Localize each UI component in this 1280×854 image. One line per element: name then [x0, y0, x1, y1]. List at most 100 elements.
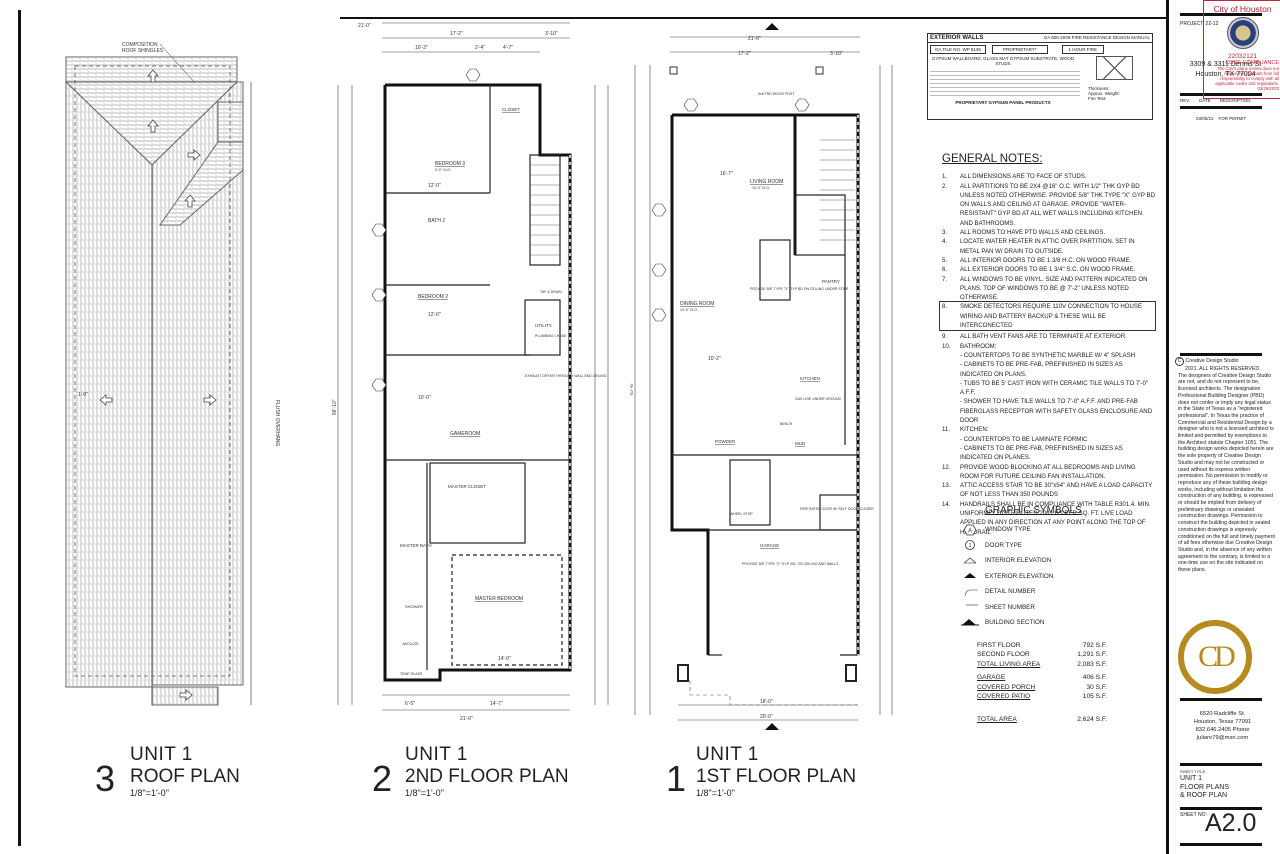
divider	[1180, 698, 1262, 701]
copyright-icon: C	[1175, 357, 1184, 366]
plan-unit: UNIT 1	[696, 744, 759, 765]
plan-title-roof: 3 UNIT 1 ROOF PLAN 1/8"=1'-0"	[95, 744, 295, 824]
legend-row: SHEET NUMBER	[955, 600, 1105, 616]
note-item: 7.ALL WINDOWS TO BE VINYL. SIZE AND PATT…	[942, 275, 1148, 302]
svg-text:A: A	[968, 528, 972, 534]
legend-label: DOOR TYPE	[985, 541, 1022, 549]
svg-text:66'-10": 66'-10"	[332, 399, 338, 415]
svg-text:2'-4": 2'-4"	[475, 45, 485, 51]
svg-text:3'-10": 3'-10"	[830, 51, 843, 57]
stamp-compliance-title: CODE COMPLIANCE	[1225, 60, 1279, 66]
legend-row: 1 DOOR TYPE	[955, 538, 1105, 554]
svg-text:FLUSH OVERHANG: FLUSH OVERHANG	[274, 400, 280, 447]
divider	[1180, 807, 1262, 810]
city-approval-stamp: City of Houston 22032121 CODE COMPLIANCE…	[1203, 0, 1280, 99]
svg-text:GARAGE: GARAGE	[760, 543, 779, 548]
svg-text:UTILITY: UTILITY	[535, 323, 552, 328]
firm-address: 6520 Radcliffe St. Houston, Texas 77091 …	[1193, 711, 1252, 741]
svg-text:20'-0": 20'-0"	[760, 714, 773, 720]
graphic-symbols-title: GRAPHIC SYMBOLS	[985, 505, 1082, 516]
legend-row: EXTERIOR ELEVATION	[955, 569, 1105, 585]
plan-scale: 1/8"=1'-0"	[696, 788, 735, 798]
note-item: 3.ALL ROOMS TO HAVE PTD WALLS AND CEILIN…	[942, 229, 1106, 237]
interior-elevation-icon	[955, 555, 985, 567]
plan-title-first-floor: 1 UNIT 1 1ST FLOOR PLAN 1/8"=1'-0"	[666, 744, 886, 824]
svg-text:21'-0": 21'-0"	[460, 716, 473, 722]
plan-name: ROOF PLAN	[130, 766, 240, 787]
general-notes-title: GENERAL NOTES:	[942, 153, 1043, 165]
divider	[1180, 13, 1262, 16]
project-address: 3309 & 3311 Dennis St Houston, TX 77004	[1189, 61, 1262, 78]
stamp-permit-number: 22032121	[1228, 53, 1257, 60]
svg-text:WHEEL STOP: WHEEL STOP	[730, 512, 753, 516]
svg-text:9'-0" CLG.: 9'-0" CLG.	[435, 168, 451, 172]
plan-unit: UNIT 1	[405, 744, 468, 765]
svg-text:10'-0" CLG.: 10'-0" CLG.	[680, 308, 698, 312]
svg-text:BEDROOM 3: BEDROOM 3	[435, 161, 465, 167]
note-item: 1.ALL DIMENSIONS ARE TO FACE OF STUDS.	[942, 173, 1087, 181]
top-border-line	[340, 17, 1166, 19]
note-item: 4.LOCATE WATER HEATER IN ATTIC OVER PART…	[942, 238, 1135, 255]
divider	[1180, 93, 1262, 96]
divider	[1180, 353, 1262, 356]
svg-text:MUD: MUD	[795, 441, 806, 446]
svg-text:POWDER: POWDER	[715, 439, 736, 444]
copyright-notice: C Creative Design Studio 2021. ALL RIGHT…	[1175, 357, 1275, 574]
svg-text:GAS LINE UNDER GROUND: GAS LINE UNDER GROUND	[795, 397, 842, 401]
legend-label: BUILDING SECTION	[985, 619, 1045, 627]
svg-text:LIVING ROOM: LIVING ROOM	[750, 179, 783, 185]
svg-text:BEDROOM 2: BEDROOM 2	[418, 294, 448, 300]
plan-name: 1ST FLOOR PLAN	[696, 766, 857, 787]
plan-unit: UNIT 1	[130, 744, 193, 765]
divider	[1180, 106, 1262, 109]
svg-text:SHOWER: SHOWER	[405, 604, 423, 609]
svg-text:14'-7": 14'-7"	[490, 701, 503, 707]
svg-text:BENCH: BENCH	[780, 422, 793, 426]
sheet-no-label: SHEET NO:	[1180, 812, 1207, 818]
svg-text:14'-0": 14'-0"	[498, 656, 511, 662]
legend-label: EXTERIOR ELEVATION	[985, 572, 1054, 580]
svg-text:EXHAUST DRYER THROUGH WALL AND: EXHAUST DRYER THROUGH WALL AND CEILING	[525, 374, 607, 378]
note-item: 12.PROVIDE WOOD BLOCKING AT ALL BEDROOMS…	[942, 463, 1136, 480]
fire-rating: 1 HOUR FIRE	[1061, 45, 1105, 54]
svg-text:COMPOSITION: COMPOSITION	[122, 42, 158, 48]
legend-row: BUILDING SECTION	[955, 615, 1105, 631]
note-item: 11.KITCHEN: - COUNTERTOPS TO BE LAMINATE…	[942, 426, 1123, 462]
wall-section-diagram	[1096, 56, 1133, 80]
detail-number-icon	[955, 586, 985, 598]
svg-text:16'-7": 16'-7"	[720, 171, 733, 177]
svg-text:JACUZZI: JACUZZI	[402, 641, 418, 646]
svg-text:6x6 TRD WOOD POST: 6x6 TRD WOOD POST	[758, 92, 795, 96]
svg-text:12'-0": 12'-0"	[428, 312, 441, 318]
svg-text:17'-2": 17'-2"	[450, 31, 463, 37]
svg-text:FIRE RATED DOOR W/ SELF DOOR C: FIRE RATED DOOR W/ SELF DOOR CLOSER	[800, 507, 874, 511]
stamp-city: City of Houston	[1213, 4, 1272, 14]
exterior-elevation-icon	[955, 570, 985, 582]
note-item: 14.HANDRAILS SHALL BE IN COMPLIANCE WITH…	[942, 500, 1151, 536]
svg-text:TEMP GLASS: TEMP GLASS	[400, 672, 423, 676]
svg-text:MASTER BEDROOM: MASTER BEDROOM	[475, 596, 523, 602]
svg-text:10'-0": 10'-0"	[418, 395, 431, 401]
products-title: PROPRIETARY GYPSUM PANEL PRODUCTS	[955, 100, 1051, 105]
svg-text:PROVIDE 5/8" TYPE "X" GYP. BD.: PROVIDE 5/8" TYPE "X" GYP. BD. ON CEILIN…	[742, 562, 839, 566]
plan-title-second-floor: 2 UNIT 1 2ND FLOOR PLAN 1/8"=1'-0"	[372, 744, 592, 824]
note-item: 10.BATHROOM: - COUNTERTOPS TO BE SYNTHET…	[942, 342, 1153, 425]
wall-stats: Thickness: Approx. Weight: Fire Test:	[1088, 86, 1120, 101]
svg-text:21'-0": 21'-0"	[358, 23, 371, 29]
legend-label: WINDOW TYPE	[985, 526, 1031, 534]
svg-text:DINING ROOM: DINING ROOM	[680, 301, 714, 307]
city-seal-icon	[1226, 17, 1259, 49]
sheet-number-icon	[955, 601, 985, 613]
door-type-circle-icon: 1	[955, 539, 985, 551]
sheet-number: A2.0	[1205, 809, 1257, 837]
svg-text:CLOSET: CLOSET	[502, 107, 520, 112]
plan-name: 2ND FLOOR PLAN	[405, 766, 569, 787]
